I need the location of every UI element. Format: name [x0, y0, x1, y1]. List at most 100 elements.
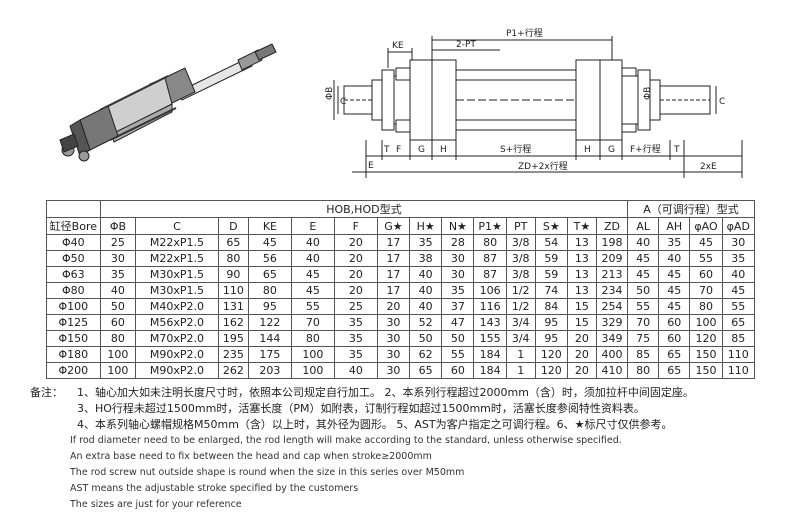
table-cell: 40: [409, 282, 443, 299]
table-cell: 95: [534, 314, 568, 331]
table-cell: M56xP2.0: [135, 314, 219, 331]
column-header: E: [290, 217, 335, 235]
table-cell: Φ125: [46, 314, 101, 331]
table-cell: 47: [441, 314, 475, 331]
table-cell: 17: [376, 282, 411, 299]
table-cell: 20: [333, 234, 378, 251]
column-header: C: [135, 217, 219, 235]
table-cell: 45: [247, 234, 292, 251]
dim-2-pt: 2-PT: [456, 40, 476, 50]
dim-g-left: G: [418, 145, 425, 155]
table-cell: 30: [721, 234, 756, 251]
table-cell: M30xP1.5: [135, 266, 219, 283]
table-cell: 155: [473, 330, 507, 347]
note-en-2: An extra base need to fix between the he…: [70, 451, 432, 462]
table-cell: 1: [505, 362, 536, 379]
table-cell: 45: [290, 266, 335, 283]
table-cell: 37: [441, 298, 475, 315]
table-cell: 35: [658, 234, 691, 251]
note-en-5: The sizes are just for your reference: [70, 499, 242, 510]
table-cell: 95: [534, 330, 568, 347]
table-cell: 35: [441, 282, 475, 299]
cylinder-dimension-drawing: [333, 36, 743, 178]
table-cell: 40: [409, 266, 443, 283]
table-cell: 100: [290, 346, 335, 363]
table-cell: Φ63: [46, 266, 101, 283]
table-cell: 55: [627, 298, 660, 315]
table-cell: 75: [627, 330, 660, 347]
dim-p1: P1+行程: [506, 27, 543, 39]
table-cell: 70: [689, 282, 723, 299]
table-cell: 143: [473, 314, 507, 331]
table-cell: 234: [595, 282, 629, 299]
table-cell: 30: [376, 346, 411, 363]
table-cell: 203: [247, 362, 292, 379]
table-cell: 40: [658, 250, 691, 267]
table-cell: 65: [409, 362, 443, 379]
table-cell: 62: [409, 346, 443, 363]
table-cell: 349: [595, 330, 629, 347]
table-cell: 40: [290, 250, 335, 267]
table-cell: 50: [441, 330, 475, 347]
table-cell: 116: [473, 298, 507, 315]
table-cell: 1/2: [505, 282, 536, 299]
table-cell: 85: [627, 346, 660, 363]
table-cell: 30: [441, 266, 475, 283]
table-cell: 106: [473, 282, 507, 299]
table-cell: 45: [627, 266, 660, 283]
table-cell: 110: [721, 346, 756, 363]
table-cell: 65: [217, 234, 249, 251]
table-cell: 175: [247, 346, 292, 363]
table-cell: 95: [247, 298, 292, 315]
note-line-3: 4、本系列轴心螺帽规格M50mm（含）以上时，其外径为圆形。 5、AST为客户指…: [77, 418, 673, 431]
table-cell: 45: [658, 266, 691, 283]
table-cell: 45: [721, 282, 756, 299]
table-cell: 3/4: [505, 330, 536, 347]
table-cell: 3/8: [505, 234, 536, 251]
table-cell: 213: [595, 266, 629, 283]
table-cell: 100: [689, 314, 723, 331]
table-cell: 3/4: [505, 314, 536, 331]
table-cell: 3/8: [505, 266, 536, 283]
table-cell: 120: [689, 330, 723, 347]
table-cell: 40: [409, 298, 443, 315]
table-cell: 17: [376, 250, 411, 267]
table-cell: 38: [409, 250, 443, 267]
table-cell: 45: [627, 250, 660, 267]
table-cell: 20: [333, 250, 378, 267]
table-cell: 59: [534, 266, 568, 283]
table-cell: 400: [595, 346, 629, 363]
table-cell: Φ180: [46, 346, 101, 363]
table-cell: 55: [689, 250, 723, 267]
dim-g-right: G: [608, 145, 615, 155]
table-cell: 45: [290, 282, 335, 299]
table-cell: 20: [566, 330, 597, 347]
table-cell: 30: [376, 362, 411, 379]
table-cell: 35: [409, 234, 443, 251]
table-cell: 30: [441, 250, 475, 267]
table-cell: 59: [534, 250, 568, 267]
table-cell: 60: [689, 266, 723, 283]
table-cell: 55: [290, 298, 335, 315]
table-cell: 131: [217, 298, 249, 315]
dim-zd: ZD+2x行程: [518, 160, 568, 172]
column-header: F: [333, 217, 378, 235]
table-cell: 45: [658, 298, 691, 315]
table-cell: 25: [333, 298, 378, 315]
table-cell: 1: [505, 346, 536, 363]
column-header: KE: [247, 217, 292, 235]
dim-t-right: T: [673, 145, 680, 155]
dim-2xe: 2xE: [700, 162, 717, 172]
table-cell: 110: [721, 362, 756, 379]
table-cell: 80: [689, 298, 723, 315]
table-cell: M90xP2.0: [135, 346, 219, 363]
table-cell: 329: [595, 314, 629, 331]
column-header: T★: [566, 217, 597, 235]
table-cell: 55: [441, 346, 475, 363]
table-cell: 35: [333, 346, 378, 363]
table-cell: 35: [333, 314, 378, 331]
